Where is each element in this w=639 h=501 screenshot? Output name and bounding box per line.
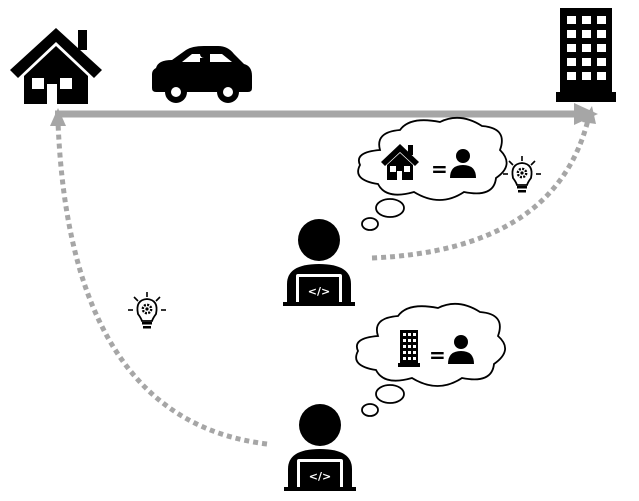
code-glyph: </> (309, 470, 331, 483)
lightbulb-gear-icon (503, 156, 541, 193)
person-icon (450, 149, 476, 178)
thought-bubble-bottom: = (355, 302, 506, 417)
house-icon (10, 28, 102, 104)
equals-sign: = (429, 343, 446, 367)
thought-bubble-top: = (357, 116, 508, 231)
developer-laptop-icon: </> (283, 219, 355, 306)
dotted-arrow-to-office (371, 106, 596, 261)
lightbulb-gear-icon (128, 292, 166, 329)
office-building-icon (398, 330, 420, 367)
commute-arrow (55, 103, 598, 125)
office-building-icon (556, 8, 616, 102)
car-icon (152, 46, 252, 103)
dotted-arrow-to-house (50, 108, 268, 447)
equals-sign: = (431, 157, 448, 181)
person-icon (448, 335, 474, 364)
code-glyph: </> (308, 285, 330, 298)
house-icon (381, 144, 419, 180)
developer-laptop-icon: </> (284, 404, 356, 491)
